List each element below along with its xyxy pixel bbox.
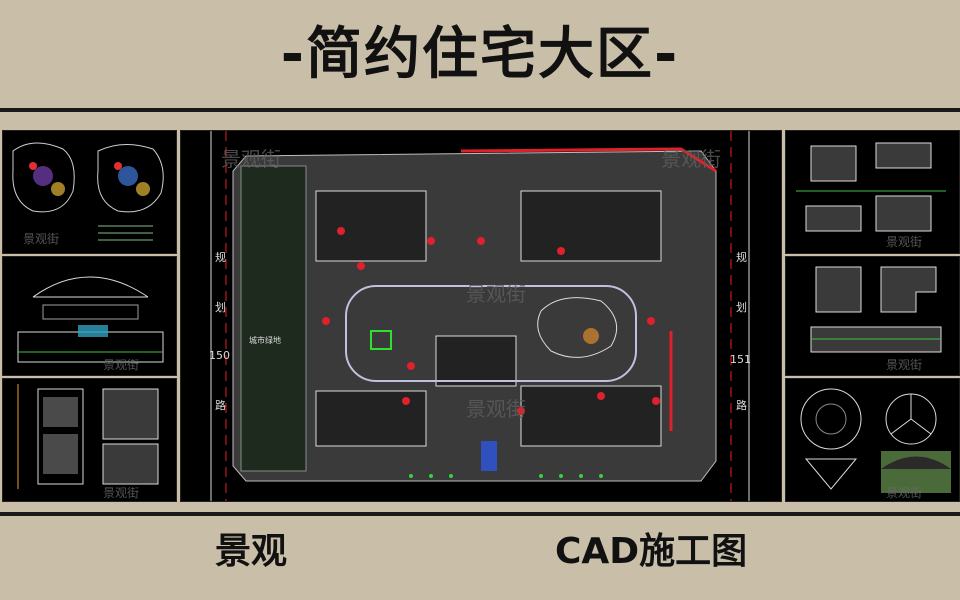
- thumb-right-1[interactable]: 景观街: [785, 130, 960, 254]
- watermark-text: 景观街: [466, 282, 526, 306]
- thumb-left-3[interactable]: 景观街: [2, 378, 177, 502]
- caption-right: CAD施工图: [555, 531, 748, 572]
- road-label-right-1: 规: [736, 250, 747, 264]
- road-label-right-2: 划: [736, 301, 747, 314]
- watermark-text: 景观街: [221, 147, 281, 171]
- road-label-right-4: 路: [736, 399, 747, 412]
- watermark-text: 景观街: [886, 358, 922, 372]
- top-divider: [0, 108, 960, 112]
- watermark-text: 景观街: [661, 147, 721, 171]
- watermark-text: 景观街: [23, 232, 59, 246]
- road-label-right-3: 151: [730, 353, 751, 366]
- watermark-text: 景观街: [886, 235, 922, 249]
- watermark-text: 景观街: [466, 397, 526, 421]
- road-label-left-3: 150: [209, 349, 230, 362]
- road-label-left-2: 划: [215, 301, 226, 314]
- main-site-plan[interactable]: 规 划 150 路 规 划 151 路 城市绿地 景观街 景观街 景观街 景观街: [180, 130, 782, 502]
- page-title: -简约住宅大区-: [280, 22, 680, 87]
- thumb-left-2[interactable]: 景观街: [2, 256, 177, 376]
- thumb-right-2[interactable]: 景观街: [785, 256, 960, 376]
- caption-left: 景观: [215, 531, 288, 572]
- watermark-text: 景观街: [103, 358, 139, 372]
- watermark-text: 景观街: [103, 486, 139, 500]
- watermark-text: 景观街: [886, 486, 922, 500]
- thumb-right-3[interactable]: 景观街: [785, 378, 960, 502]
- bottom-divider: [0, 512, 960, 516]
- area-label: 城市绿地: [249, 335, 281, 345]
- road-label-left-1: 规: [215, 250, 226, 264]
- thumb-left-1[interactable]: 景观街: [2, 130, 177, 254]
- road-label-left-4: 路: [215, 399, 226, 412]
